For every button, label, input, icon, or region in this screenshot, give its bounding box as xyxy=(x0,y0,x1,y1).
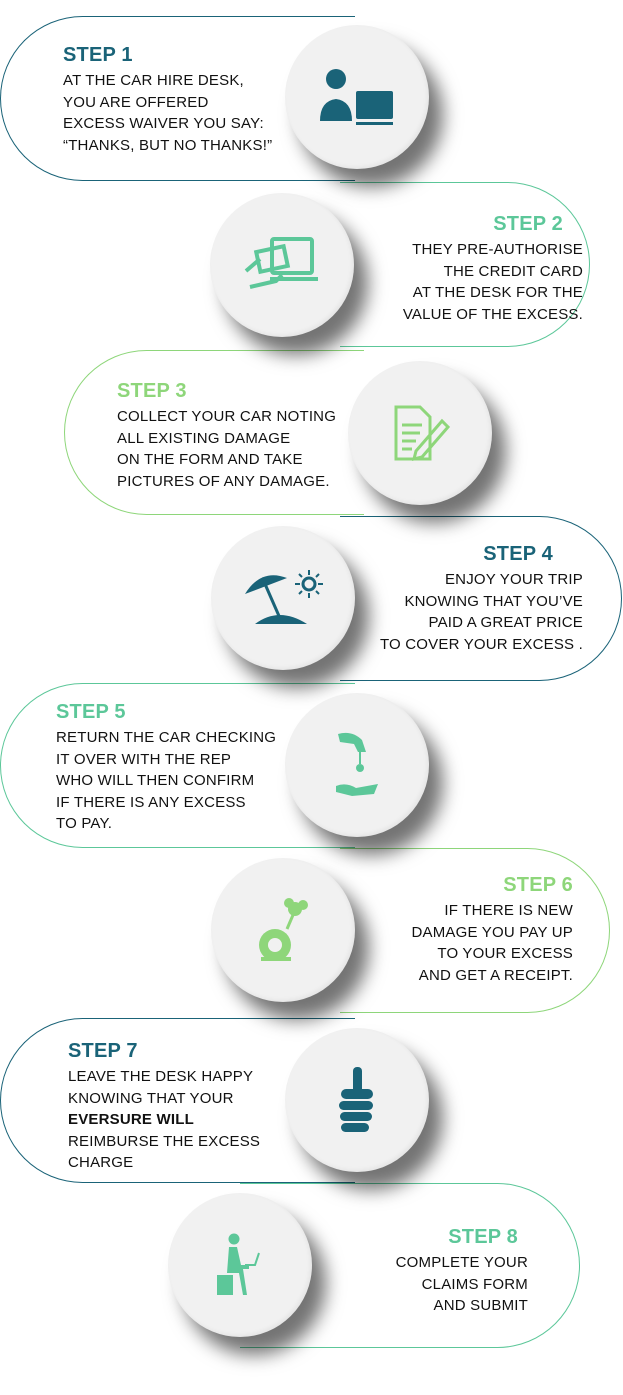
step-8-icon-circle xyxy=(168,1193,312,1337)
step-line: AT THE CAR HIRE DESK, xyxy=(63,72,244,89)
step-line: KNOWING THAT YOUR xyxy=(68,1089,234,1107)
step-line: IT OVER WITH THE REP xyxy=(56,750,232,768)
step-line: DAMAGE YOU PAY UP xyxy=(411,923,573,941)
form-pencil-icon xyxy=(394,405,450,462)
step-5-frame xyxy=(0,683,355,848)
step-line: KNOWING THAT YOU’VE xyxy=(404,592,583,610)
step-line: ENJOY YOUR TRIP xyxy=(444,571,583,588)
step-7-text: STEP 7 LEAVE THE DESK HAPPY KNOWING THAT … xyxy=(68,1038,260,1174)
brand-emphasis: EVERSURE WILL xyxy=(68,1111,194,1128)
step-line: THEY PRE-AUTHORISE xyxy=(412,241,583,258)
step-6-frame xyxy=(340,848,610,1013)
step-4-text: STEP 4 ENJOY YOUR TRIP KNOWING THAT YOU’V… xyxy=(380,541,583,655)
step-line: AND GET A RECEIPT. xyxy=(418,966,573,984)
step-3-icon-circle xyxy=(348,361,492,505)
damaged-tire-icon xyxy=(259,898,308,961)
step-line: EXCESS WAIVER YOU SAY: xyxy=(63,115,264,132)
step-line: AND SUBMIT xyxy=(433,1297,528,1314)
step-2-frame xyxy=(340,182,590,347)
step-line: TO YOUR EXCESS xyxy=(437,945,573,962)
person-laptop-icon xyxy=(217,1233,260,1295)
step-8-text: STEP 8 COMPLETE YOUR CLAIMS FORM AND SUBMI… xyxy=(396,1224,528,1317)
step-line: CLAIMS FORM xyxy=(421,1275,528,1293)
step-title: STEP 4 xyxy=(483,543,553,565)
step-line: PAID A GREAT PRICE xyxy=(428,614,583,631)
step-line: COMPLETE YOUR xyxy=(395,1254,528,1271)
agent-laptop-icon xyxy=(320,69,393,125)
step-title: STEP 1 xyxy=(63,44,133,66)
credit-card-icon xyxy=(244,237,318,289)
step-line: TO COVER YOUR EXCESS . xyxy=(379,635,583,653)
step-line: PICTURES OF ANY DAMAGE. xyxy=(117,472,330,490)
step-line: LEAVE THE DESK HAPPY xyxy=(68,1068,254,1085)
step-4-icon-circle xyxy=(211,526,355,670)
step-line: AT THE DESK FOR THE xyxy=(412,284,583,301)
step-3-text: STEP 3 COLLECT YOUR CAR NOTING ALL EXISTI… xyxy=(117,378,336,492)
step-7-frame xyxy=(0,1018,355,1183)
step-title: STEP 5 xyxy=(56,701,126,723)
step-3-frame xyxy=(64,350,364,515)
step-line: REIMBURSE THE EXCESS xyxy=(68,1132,261,1150)
step-line: IF THERE IS ANY EXCESS xyxy=(56,793,246,811)
step-line: RETURN THE CAR CHECKING xyxy=(56,729,277,746)
step-title: STEP 7 xyxy=(68,1040,138,1062)
step-5-text: STEP 5 RETURN THE CAR CHECKING IT OVER WI… xyxy=(56,699,276,835)
step-line: YOU ARE OFFERED xyxy=(63,93,209,111)
step-4-frame xyxy=(340,516,622,681)
step-line: IF THERE IS NEW xyxy=(444,902,573,919)
step-1-frame xyxy=(0,16,355,181)
thumbs-up-icon xyxy=(339,1067,373,1132)
step-1-text: STEP 1 AT THE CAR HIRE DESK, YOU ARE OFFE… xyxy=(63,42,272,156)
step-title: STEP 3 xyxy=(117,380,187,402)
step-line: CHARGE xyxy=(68,1154,134,1171)
step-title: STEP 2 xyxy=(493,213,563,235)
beach-umbrella-icon xyxy=(245,570,323,624)
step-6-text: STEP 6 IF THERE IS NEW DAMAGE YOU PAY UP T… xyxy=(411,872,573,986)
step-line: COLLECT YOUR CAR NOTING xyxy=(117,408,337,425)
step-title: STEP 8 xyxy=(448,1226,518,1248)
step-2-text: STEP 2 THEY PRE-AUTHORISE THE CREDIT CARD… xyxy=(403,211,583,325)
step-7-icon-circle xyxy=(285,1028,429,1172)
step-1-icon-circle xyxy=(285,25,429,169)
step-line: VALUE OF THE EXCESS. xyxy=(402,305,583,323)
step-line: WHO WILL THEN CONFIRM xyxy=(56,772,255,789)
step-line: THE CREDIT CARD xyxy=(443,262,583,280)
step-6-icon-circle xyxy=(211,858,355,1002)
step-8-frame xyxy=(240,1183,580,1348)
step-line: TO PAY. xyxy=(56,815,113,832)
step-2-icon-circle xyxy=(210,193,354,337)
step-title: STEP 6 xyxy=(503,874,573,896)
step-line: “THANKS, BUT NO THANKS!” xyxy=(63,136,273,154)
step-line: ALL EXISTING DAMAGE xyxy=(117,429,291,447)
key-handover-icon xyxy=(336,732,378,796)
step-5-icon-circle xyxy=(285,693,429,837)
step-line: ON THE FORM AND TAKE xyxy=(117,451,303,468)
